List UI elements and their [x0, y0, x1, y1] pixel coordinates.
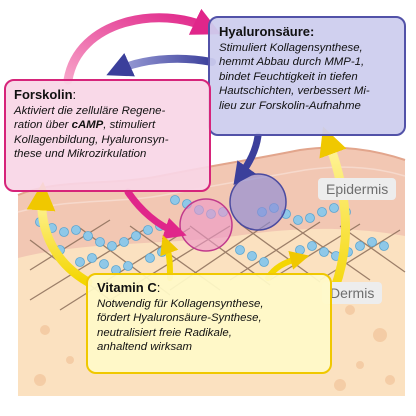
hyaluronsaeure-description: Stimuliert Kollagensynthese, hemmt Abbau… — [219, 41, 370, 112]
arrow-hyaluron-to-skin — [233, 132, 262, 186]
forskolin-sphere — [179, 198, 233, 252]
vitamin-c-title: Vitamin C: — [97, 280, 161, 295]
epidermis-inner-line — [17, 166, 406, 213]
forskolin-description: Aktiviert die zelluläre Regene- ration ü… — [14, 104, 169, 161]
arrow-vitamin-c-to-forskolin — [26, 181, 93, 287]
hyaluron-sphere — [229, 173, 287, 231]
arrow-hyaluron-to-forskolin — [106, 53, 216, 77]
arrow-forskolin-to-skin — [124, 188, 187, 240]
forskolin-title: Forskolin: — [14, 87, 77, 102]
dermis-label: Dermis — [322, 282, 383, 304]
arrow-forskolin-to-hyaluron — [63, 8, 221, 85]
dermis-cells — [34, 305, 395, 391]
hyaluronsaeure-title: Hyaluronsäure: — [219, 24, 315, 39]
vitamin-c-description: Notwendig für Kollagensynthese, fördert … — [97, 297, 264, 354]
vitamin-c-box: Vitamin C: Notwendig für Kollagensynthes… — [86, 273, 332, 374]
epidermis-label: Epidermis — [318, 178, 397, 200]
forskolin-box: Forskolin: Aktiviert die zelluläre Regen… — [4, 79, 211, 192]
hyaluronsaeure-box: Hyaluronsäure: Stimuliert Kollagensynthe… — [208, 16, 406, 136]
